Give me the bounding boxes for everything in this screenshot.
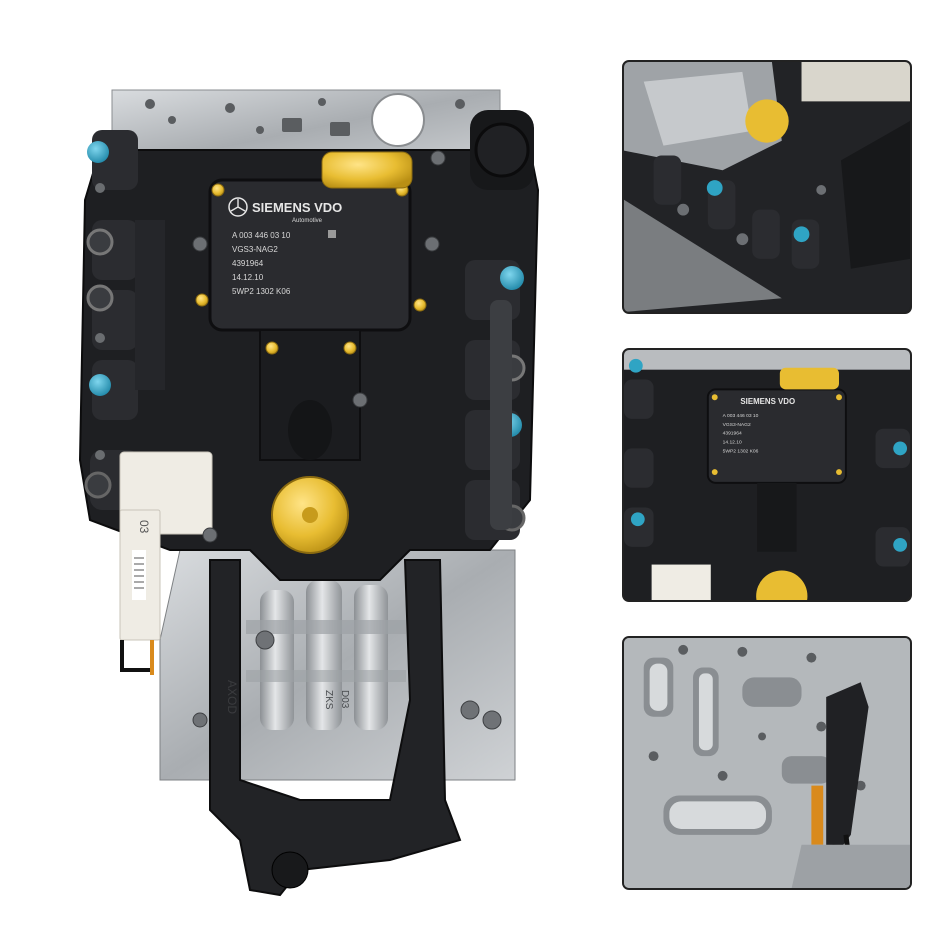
- thumb-2-line-3: 4391964: [723, 431, 742, 437]
- valve-spools: [246, 580, 406, 730]
- thumbnail-2-image: SIEMENS VDO A 003 446 03 10 VGS3-NAG2 43…: [624, 350, 910, 600]
- thumb-2-brand: SIEMENS VDO: [740, 397, 795, 406]
- module-label: SIEMENS VDO Automotive A 003 446 03 10 V…: [228, 197, 342, 296]
- thumbnail-valve-body[interactable]: [622, 636, 912, 890]
- right-solenoids: [465, 260, 526, 540]
- module-line-1: A 003 446 03 10: [232, 231, 291, 240]
- side-stamp: AXOD: [225, 680, 239, 714]
- module-line-4: 14.12.10: [232, 273, 264, 282]
- thumbnail-module-closeup[interactable]: SIEMENS VDO A 003 446 03 10 VGS3-NAG2 43…: [622, 348, 912, 602]
- connector-tag: 03: [137, 520, 151, 534]
- module-line-3: 4391964: [232, 259, 264, 268]
- module-line-2: VGS3-NAG2: [232, 245, 278, 254]
- thumb-2-line-4: 14.12.10: [723, 440, 742, 446]
- module-line-5: 5WP2 1302 K06: [232, 287, 291, 296]
- thumb-2-line-2: VGS3-NAG2: [723, 422, 751, 428]
- main-product-photo: ZKS D03 AXOD SIEMEN: [78, 89, 540, 897]
- gold-plug-top: [321, 151, 413, 189]
- thumbnail-angle-view[interactable]: [622, 60, 912, 314]
- mercedes-star-icon: [228, 197, 248, 217]
- thumbnail-3-image: [624, 638, 910, 888]
- white-connector: 03: [119, 451, 213, 675]
- round-connector: [470, 110, 534, 190]
- module-brand: SIEMENS VDO: [252, 200, 342, 215]
- wiring-frame: [209, 559, 462, 897]
- module-brand-sub: Automotive: [292, 218, 323, 224]
- valve-stamp-1: ZKS: [323, 690, 334, 710]
- thumb-2-line-5: 5WP2 1302 K06: [723, 448, 759, 454]
- left-solenoids: [84, 130, 165, 510]
- thumbnail-1-image: [624, 62, 910, 312]
- valve-stamp-2: D03: [339, 690, 350, 709]
- thumb-2-line-1: A 003 446 03 10: [723, 413, 759, 419]
